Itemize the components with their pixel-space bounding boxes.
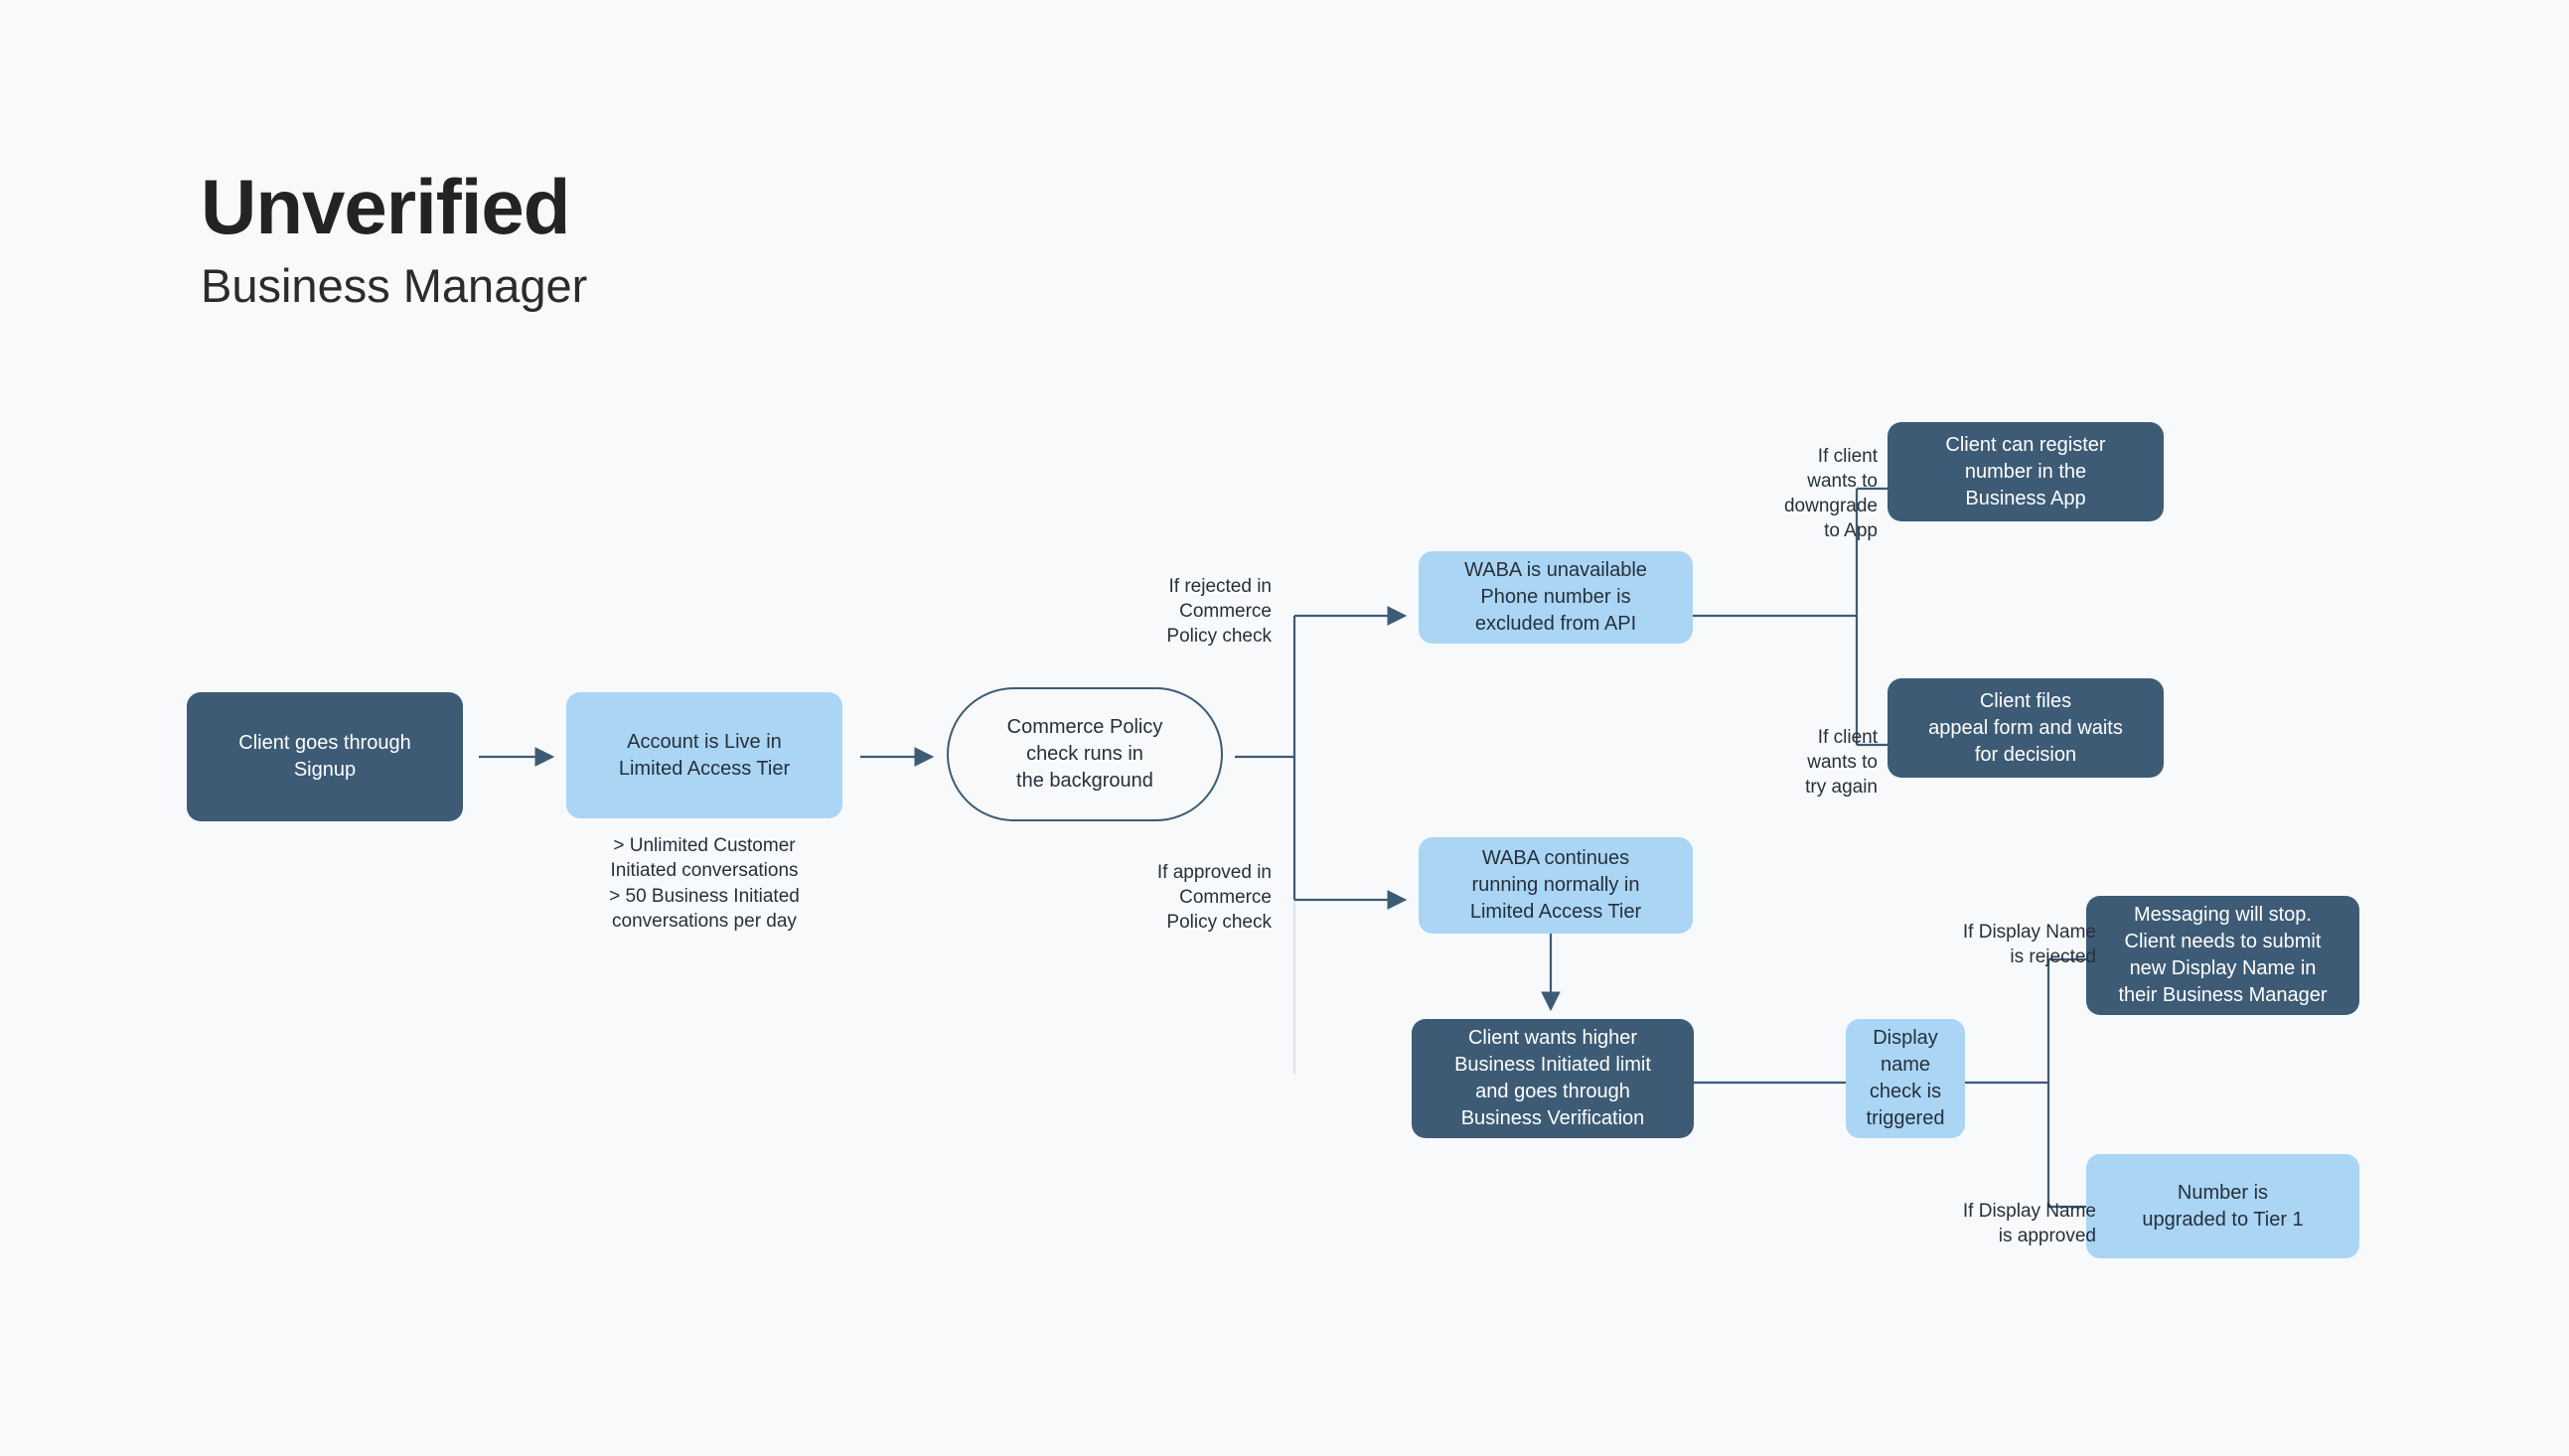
flow-node-business-verification[interactable]: Client wants higher Business Initiated l… — [1412, 1019, 1694, 1138]
page-title: Unverified — [201, 163, 570, 250]
flow-node-signup[interactable]: Client goes through Signup — [187, 692, 463, 821]
edge-label-display-rejected: If Display Name is rejected — [1962, 922, 2096, 968]
edge-label-try-again: If client wants to try again — [1805, 727, 1878, 799]
flow-node-commerce-check[interactable]: Commerce Policy check runs in the backgr… — [947, 687, 1223, 821]
edge-label-downgrade-to-app: If client wants to downgrade to App — [1783, 446, 1878, 542]
flow-node-messaging-stop[interactable]: Messaging will stop. Client needs to sub… — [2086, 896, 2359, 1015]
flow-node-waba-unavailable[interactable]: WABA is unavailable Phone number is excl… — [1419, 551, 1693, 644]
flow-node-register-in-app[interactable]: Client can register number in the Busine… — [1888, 422, 2164, 521]
flow-node-appeal-form[interactable]: Client files appeal form and waits for d… — [1888, 678, 2164, 778]
flow-node-upgraded-tier1[interactable]: Number is upgraded to Tier 1 — [2086, 1154, 2359, 1258]
flow-node-live-limited-tier[interactable]: Account is Live in Limited Access Tier — [566, 692, 842, 818]
edge-label-rejected-commerce: If rejected in Commerce Policy check — [1166, 576, 1272, 648]
edge-label-display-approved: If Display Name is approved — [1962, 1201, 2096, 1247]
page-subtitle: Business Manager — [201, 258, 588, 312]
edge-label-approved-commerce: If approved in Commerce Policy check — [1156, 862, 1272, 934]
flow-node-display-name-check[interactable]: Display name check is triggered — [1846, 1019, 1965, 1138]
title-block: Unverified Business Manager — [201, 163, 1095, 314]
flow-node-waba-continues[interactable]: WABA continues running normally in Limit… — [1419, 837, 1693, 934]
node-caption-tier-limits: > Unlimited Customer Initiated conversat… — [609, 835, 800, 932]
